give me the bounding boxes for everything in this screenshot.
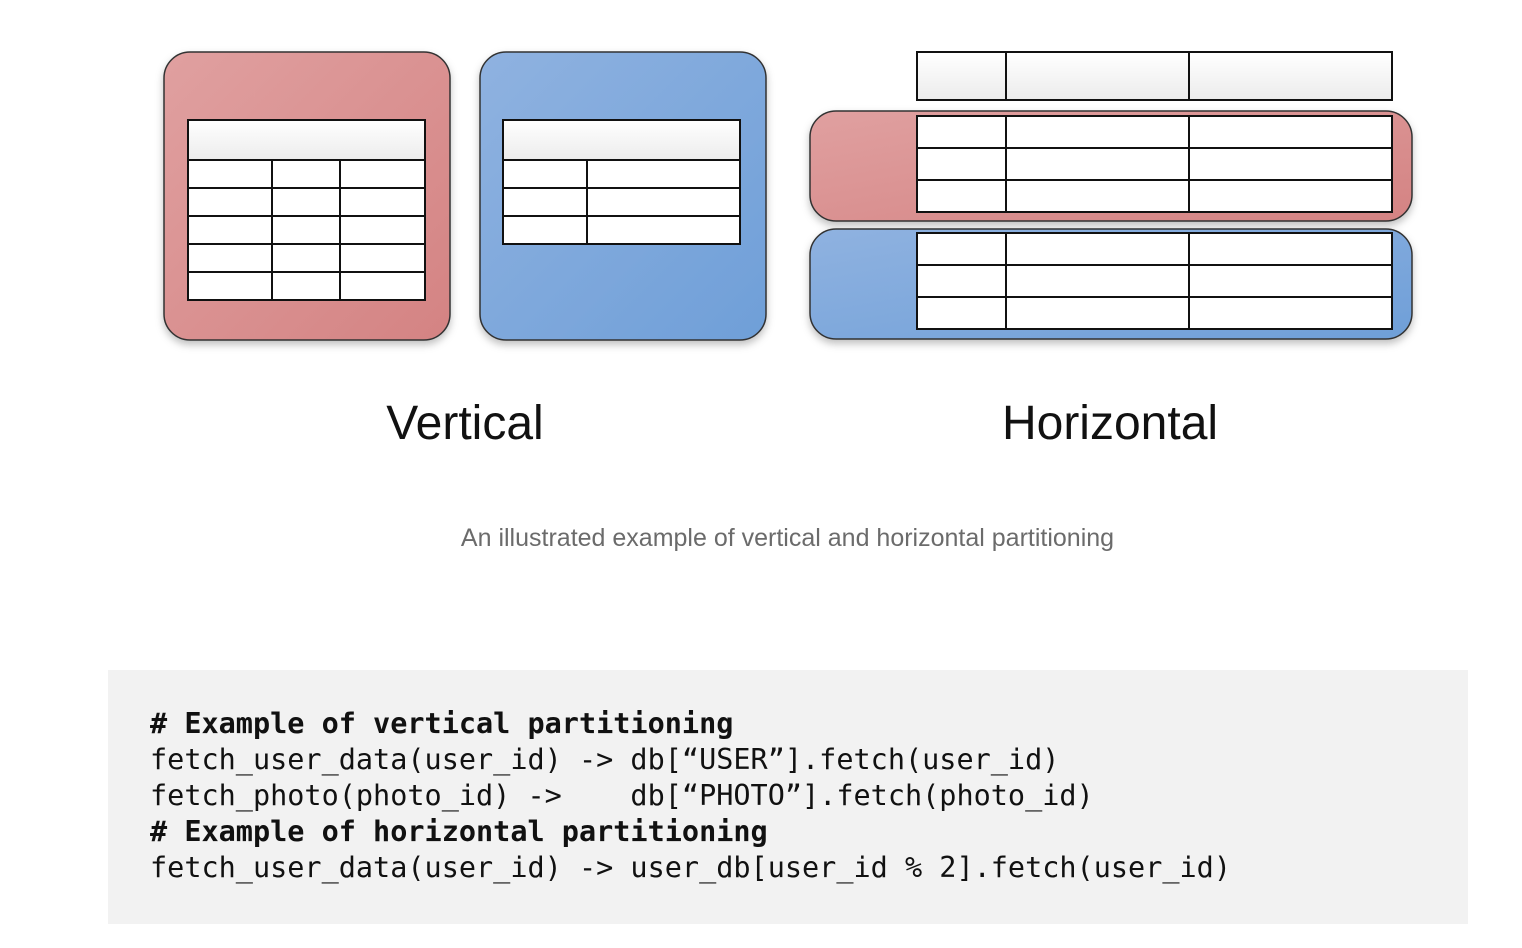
partitioning-diagram bbox=[163, 51, 1413, 341]
partitioning-illustration: Vertical Horizontal bbox=[0, 0, 1522, 470]
figure-caption: An illustrated example of vertical and h… bbox=[460, 524, 1115, 552]
code-line: fetch_photo(photo_id) -> db[“PHOTO”].fet… bbox=[150, 779, 1094, 812]
code-line: fetch_user_data(user_id) -> db[“USER”].f… bbox=[150, 743, 1060, 776]
vertical-partition-blue bbox=[479, 51, 767, 341]
horizontal-partition-blue bbox=[809, 228, 1413, 340]
code-comment-horizontal: # Example of horizontal partitioning bbox=[150, 815, 768, 848]
code-block: # Example of vertical partitioning fetch… bbox=[108, 670, 1468, 924]
code-line: fetch_user_data(user_id) -> user_db[user… bbox=[150, 851, 1231, 884]
vertical-label: Vertical bbox=[386, 397, 544, 450]
horizontal-partition-red bbox=[809, 110, 1413, 222]
horizontal-header-row bbox=[916, 51, 1393, 101]
horizontal-label: Horizontal bbox=[1001, 397, 1219, 450]
code-comment-vertical: # Example of vertical partitioning bbox=[150, 707, 734, 740]
vertical-partition-red bbox=[163, 51, 451, 341]
